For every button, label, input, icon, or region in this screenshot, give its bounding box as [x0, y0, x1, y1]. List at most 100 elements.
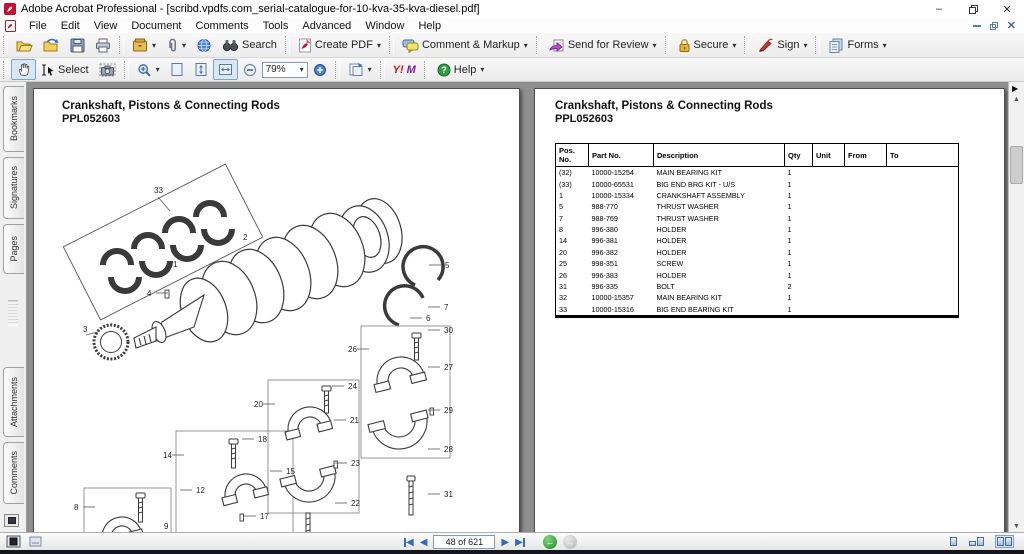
yahoo-m-label: M — [406, 63, 416, 76]
table-cell — [845, 213, 887, 224]
menu-window[interactable]: Window — [365, 19, 405, 32]
table-cell: 20 — [559, 247, 567, 257]
table-cell: 10000-15316 — [591, 304, 634, 314]
page-number-input[interactable]: 48 of 621 — [433, 535, 496, 549]
single-page-layout-button[interactable] — [949, 536, 958, 547]
sidebar-tab-attachments[interactable]: Attachments — [3, 367, 24, 437]
fit-page-button[interactable] — [165, 59, 189, 80]
next-page-button[interactable]: ▶ — [501, 536, 510, 548]
table-cell — [813, 292, 845, 303]
attach-button[interactable]: ▾ — [161, 35, 191, 56]
first-page-button[interactable]: ◀ — [404, 536, 414, 548]
table-cell: CRANKSHAFT ASSEMBLY — [656, 190, 745, 200]
document-scrollbar[interactable]: ▶ ▲ ▼ — [1008, 82, 1024, 532]
minimize-icon[interactable]: – — [935, 3, 943, 15]
table-cell: 1 — [787, 293, 792, 303]
sign-button[interactable]: Sign ▾ — [752, 35, 812, 56]
sidebar-tab-pages[interactable]: Pages — [3, 224, 24, 274]
table-cell: 1 — [787, 270, 792, 280]
scrollbar-thumb[interactable] — [1010, 146, 1023, 184]
diagram-callout-14: 14 — [163, 451, 172, 460]
close-icon[interactable]: ✕ — [1002, 3, 1012, 16]
organizer-button[interactable]: ▾ — [127, 35, 161, 56]
web-capture-button[interactable] — [191, 35, 217, 56]
table-cell: 1 — [787, 168, 792, 178]
help-label: Help — [453, 63, 477, 76]
table-cell — [845, 190, 887, 201]
table-cell: 996-380 — [591, 225, 618, 235]
page-view-corner-button[interactable] — [4, 514, 19, 527]
facing-pages-layout-button[interactable] — [995, 535, 1014, 548]
create-pdf-button[interactable]: Create PDF ▾ — [293, 35, 386, 56]
diagram-callout-3: 3 — [83, 325, 88, 334]
menu-advanced[interactable]: Advanced — [302, 19, 352, 32]
send-for-review-button[interactable]: Send for Review ▾ — [544, 35, 662, 56]
drawer-icon[interactable] — [29, 535, 42, 548]
pdf-page-left[interactable]: Crankshaft, Pistons & Connecting Rods PP… — [33, 88, 520, 548]
snapshot-tool-button[interactable] — [94, 59, 121, 80]
previous-view-button[interactable]: ← — [542, 535, 557, 549]
zoom-level-input[interactable]: 79% ▾ — [261, 61, 308, 78]
continuous-layout-button[interactable] — [968, 536, 985, 547]
previous-page-button[interactable]: ◀ — [419, 536, 428, 548]
menu-view[interactable]: View — [93, 19, 118, 32]
last-page-button[interactable]: ▶ — [515, 536, 525, 548]
sidebar-tab-signatures[interactable]: Signatures — [3, 157, 24, 219]
menu-tools[interactable]: Tools — [262, 19, 289, 32]
zoom-out-button[interactable] — [238, 59, 262, 80]
select-tool-label: Select — [58, 63, 89, 76]
hand-tool-button[interactable] — [11, 59, 36, 80]
table-cell: BOLT — [656, 281, 675, 291]
diagram-callout-27: 27 — [444, 363, 453, 372]
sidebar-tab-comments[interactable]: Comments — [3, 442, 24, 504]
table-cell: 5 — [559, 202, 563, 212]
table-cell — [845, 235, 887, 246]
pane-splitter-handle[interactable] — [8, 300, 18, 326]
document-close-icon[interactable]: ✕ — [1006, 19, 1016, 32]
table-cell — [887, 201, 959, 212]
sidebar-tab-label: Comments — [9, 451, 19, 495]
search-button[interactable]: Search — [217, 35, 282, 56]
zoom-tool-button[interactable]: ▾ — [132, 59, 165, 80]
forms-button[interactable]: Forms ▾ — [823, 35, 891, 56]
print-button[interactable] — [90, 35, 116, 56]
scroll-down-icon[interactable]: ▼ — [1013, 523, 1020, 530]
secure-button[interactable]: Secure ▾ — [673, 35, 742, 56]
yahoo-messenger-button[interactable]: Y!M — [388, 59, 421, 80]
menu-document[interactable]: Document — [131, 19, 182, 32]
table-cell: THRUST WASHER — [656, 202, 719, 212]
open-recent-button[interactable] — [38, 35, 65, 56]
menu-edit[interactable]: Edit — [60, 19, 80, 32]
menu-file[interactable]: File — [29, 19, 47, 32]
menu-help[interactable]: Help — [418, 19, 442, 32]
fit-height-button[interactable] — [189, 59, 213, 80]
zoom-in-button[interactable] — [308, 59, 332, 80]
save-button[interactable] — [65, 35, 90, 56]
select-tool-button[interactable]: Select — [36, 59, 94, 80]
fit-width-button[interactable] — [212, 59, 238, 80]
scroll-up-icon[interactable]: ▲ — [1013, 96, 1020, 103]
document-restore-icon[interactable] — [989, 21, 998, 30]
pdf-page-right[interactable]: Crankshaft, Pistons & Connecting Rods PP… — [534, 88, 1005, 548]
menu-items: File Edit View Document Comments Tools Advance… — [22, 20, 448, 32]
document-minimize-icon[interactable] — [972, 24, 981, 27]
toolbar-grip — [744, 36, 750, 54]
restore-icon[interactable] — [956, 0, 990, 18]
next-view-button[interactable]: → — [562, 535, 577, 549]
table-cell — [887, 178, 959, 189]
open-button[interactable] — [11, 35, 38, 56]
menu-comments[interactable]: Comments — [195, 19, 249, 32]
page-view-icon[interactable] — [6, 535, 21, 548]
table-cell: 1 — [787, 247, 792, 257]
help-button[interactable]: ? Help ▾ — [432, 59, 490, 80]
comment-markup-button[interactable]: Comment & Markup ▾ — [397, 35, 533, 56]
pane-options-arrow-icon[interactable]: ▶ — [1012, 84, 1019, 93]
comment-bubble-icon — [402, 39, 419, 53]
sidebar-tab-bookmarks[interactable]: Bookmarks — [3, 86, 24, 152]
page-display-button[interactable]: ▾ — [343, 59, 377, 80]
table-cell — [813, 247, 845, 258]
column-header: Pos. No. — [555, 143, 589, 167]
